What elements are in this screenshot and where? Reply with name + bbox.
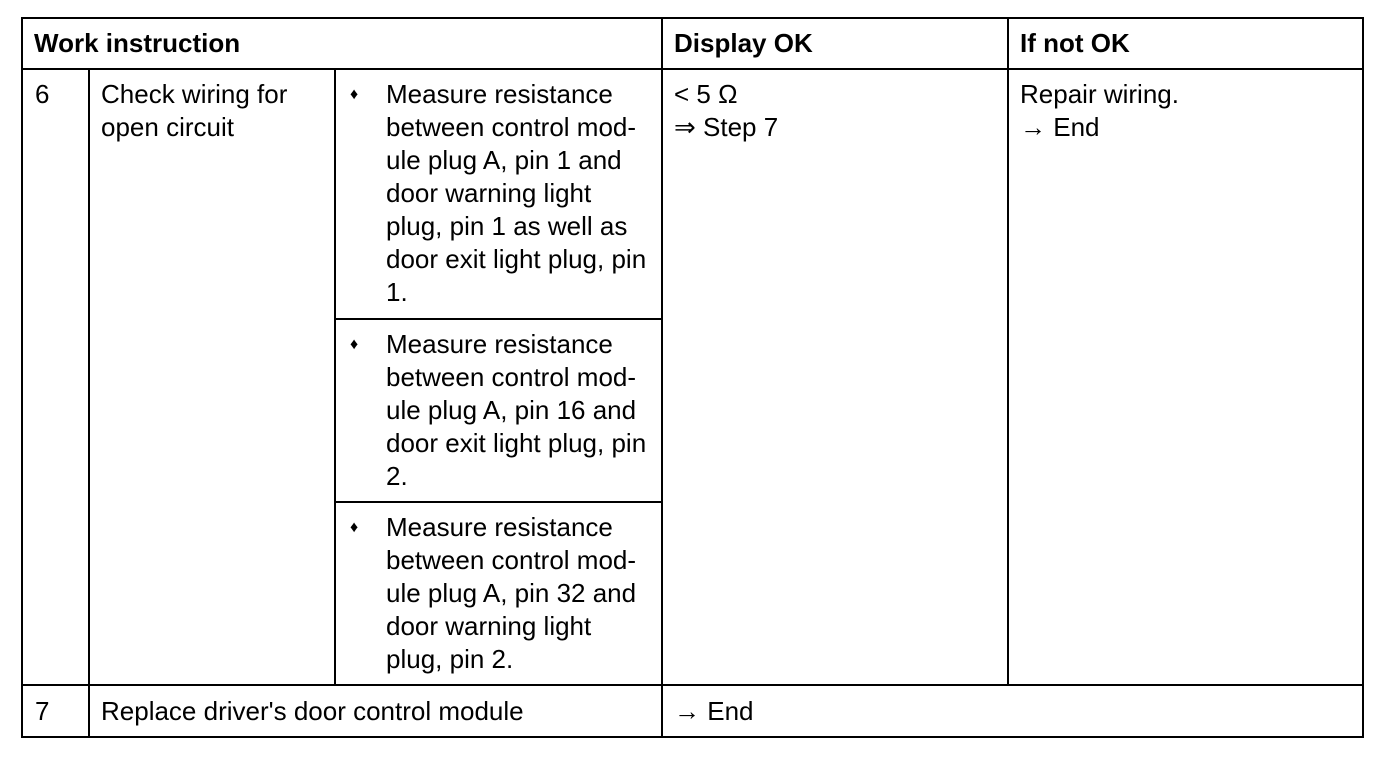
header-if-not-ok: If not OK: [1007, 17, 1365, 70]
measurement-3: ♦ Measure resistance between control mod…: [333, 501, 664, 686]
display-ok-line: < 5 Ω: [674, 79, 738, 109]
measurement-1-line: plug, pin 1 as well as: [386, 211, 628, 241]
diamond-bullet-icon: ♦: [350, 336, 359, 353]
display-ok-line: ⇒ Step 7: [674, 112, 779, 142]
measurement-3-line: plug, pin 2.: [386, 644, 514, 674]
step-6-title-line: open circuit: [101, 112, 234, 142]
header-display-ok: Display OK: [661, 17, 1010, 70]
table-row-step-7: 7 Replace driver's door control module →…: [21, 684, 1365, 738]
measurement-1-line: Measure resistance: [386, 79, 613, 109]
diamond-bullet-icon: ♦: [350, 519, 359, 536]
measurement-1: ♦ Measure resistance between control mod…: [333, 68, 664, 320]
measurement-1-line: 1.: [386, 277, 408, 307]
measurement-2: ♦ Measure resistance between control mod…: [333, 318, 664, 503]
step-6-display-ok: < 5 Ω ⇒ Step 7: [661, 68, 1010, 686]
if-not-ok-line: Repair wiring.: [1020, 79, 1179, 109]
work-instruction-table: Work instruction Display OK If not OK 6 …: [20, 17, 1365, 738]
step-7-display-ok: → End: [661, 684, 1365, 738]
step-7-instruction: Replace driver's door control module: [87, 684, 664, 738]
step-7-number: 7: [21, 684, 90, 738]
measurement-1-line: between control mod-: [386, 112, 637, 142]
measurement-3-line: between control mod-: [386, 545, 637, 575]
table-header-row: Work instruction Display OK If not OK: [20, 17, 1365, 70]
measurement-2-line: ule plug A, pin 16 and: [386, 395, 637, 425]
diamond-bullet-icon: ♦: [350, 86, 359, 103]
step-6-title-line: Check wiring for: [101, 79, 288, 109]
table-row-step-6: 6 Check wiring for open circuit ♦ Measur…: [21, 68, 1365, 686]
measurement-3-line: ule plug A, pin 32 and: [386, 578, 637, 608]
measurement-2-line: Measure resistance: [386, 329, 613, 359]
step-6-title: Check wiring for open circuit: [88, 68, 336, 686]
measurement-1-line: door exit light plug, pin: [386, 244, 647, 274]
table-row-step-6-measurement-3: ♦ Measure resistance between control mod…: [22, 501, 1363, 686]
measurement-2-line: 2.: [386, 461, 408, 491]
table-row-step-6-measurement-2: ♦ Measure resistance between control mod…: [22, 318, 1363, 503]
measurement-1-line: ule plug A, pin 1 and: [386, 145, 622, 175]
step-6-number: 6: [21, 68, 90, 686]
measurement-2-line: between control mod-: [386, 362, 637, 392]
step-6-if-not-ok: Repair wiring. → End: [1007, 68, 1365, 686]
measurement-1-line: door warning light: [386, 178, 592, 208]
if-not-ok-line: → End: [1020, 112, 1100, 142]
header-work-instruction: Work instruction: [20, 17, 664, 70]
measurement-3-line: Measure resistance: [386, 512, 613, 542]
measurement-3-line: door warning light: [386, 611, 592, 641]
measurement-2-line: door exit light plug, pin: [386, 428, 647, 458]
